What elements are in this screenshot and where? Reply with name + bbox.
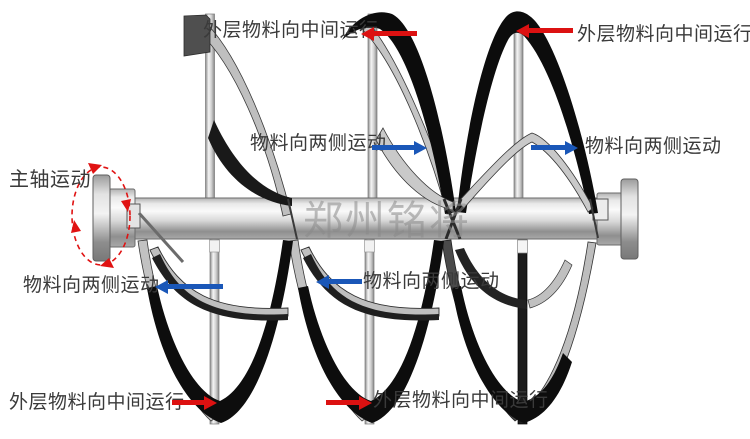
label-top-left: 外层物料向中间运行 xyxy=(203,19,379,41)
rotation-arrowhead-top xyxy=(88,163,102,174)
label-mid-left: 物料向两侧运动 xyxy=(250,132,387,154)
blue-arrow-left-icon xyxy=(329,279,362,284)
rotation-arrowhead-left xyxy=(71,220,81,233)
label-spindle: 主轴运动 xyxy=(9,167,91,191)
rotation-arrowhead-right xyxy=(121,199,131,212)
blue-arrow-right-icon xyxy=(531,145,565,150)
red-arrow-right-icon xyxy=(172,400,204,405)
label-mid-right: 物料向两侧运动 xyxy=(585,135,722,157)
main-shaft xyxy=(92,174,639,262)
right-flange xyxy=(620,178,639,260)
outer-ribbon-lower xyxy=(147,240,572,423)
left-flange xyxy=(92,174,111,262)
label-bottom-left: 外层物料向中间运行 xyxy=(9,391,185,413)
red-arrow-left-icon xyxy=(374,31,417,36)
label-lower-left: 物料向两侧运动 xyxy=(23,274,160,296)
label-bottom-mid: 外层物料向中间运行 xyxy=(373,389,549,411)
label-top-right: 外层物料向中间运行 xyxy=(577,23,750,45)
red-arrow-left-icon xyxy=(529,28,573,33)
arm-caps xyxy=(209,239,528,254)
rotation-arrowhead-bottom xyxy=(100,258,114,268)
blue-arrow-right-icon xyxy=(372,145,414,150)
ribbon-crossings xyxy=(137,198,599,264)
outer-ribbon-upper xyxy=(183,11,598,214)
rotation-ellipse xyxy=(71,163,131,268)
ribbon-end-block xyxy=(183,14,211,57)
blue-arrow-left-icon xyxy=(168,284,223,289)
label-lower-mid: 物料向两侧运动 xyxy=(363,270,500,292)
red-arrow-right-icon xyxy=(326,400,359,405)
